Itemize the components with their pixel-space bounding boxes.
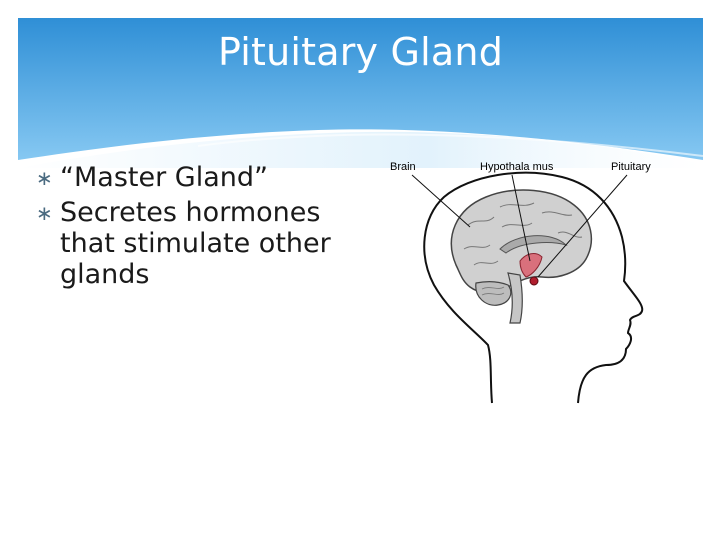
bullet-item: ∗ “Master Gland” bbox=[36, 162, 336, 193]
asterisk-bullet-icon: ∗ bbox=[36, 201, 53, 225]
leader-pituitary bbox=[537, 174, 628, 278]
label-pituitary: Pituitary bbox=[611, 161, 651, 173]
bullet-text: “Master Gland” bbox=[60, 162, 268, 193]
label-brain: Brain bbox=[390, 161, 416, 173]
bullet-list: ∗ “Master Gland” ∗ Secretes hormones tha… bbox=[36, 162, 336, 294]
leader-brain bbox=[411, 174, 471, 228]
asterisk-bullet-icon: ∗ bbox=[36, 166, 53, 190]
title-banner bbox=[18, 18, 703, 168]
bullet-item: ∗ Secretes hormones that stimulate other… bbox=[36, 197, 336, 290]
slide-title: Pituitary Gland bbox=[217, 30, 504, 74]
brainstem bbox=[507, 272, 523, 324]
head-illustration bbox=[411, 171, 644, 404]
cerebellum bbox=[475, 281, 512, 306]
leader-hypothalamus bbox=[511, 174, 531, 262]
hypothalamus-region bbox=[519, 253, 543, 278]
pituitary-gland bbox=[529, 276, 539, 286]
label-hypothalamus: Hypothala mus bbox=[480, 161, 554, 173]
brain-diagram: Brain Hypothala mus Pituitary bbox=[382, 155, 662, 410]
bullet-text: Secretes hormones that stimulate other g… bbox=[60, 197, 331, 290]
head-outline bbox=[423, 171, 644, 404]
brain-folds bbox=[463, 202, 583, 266]
